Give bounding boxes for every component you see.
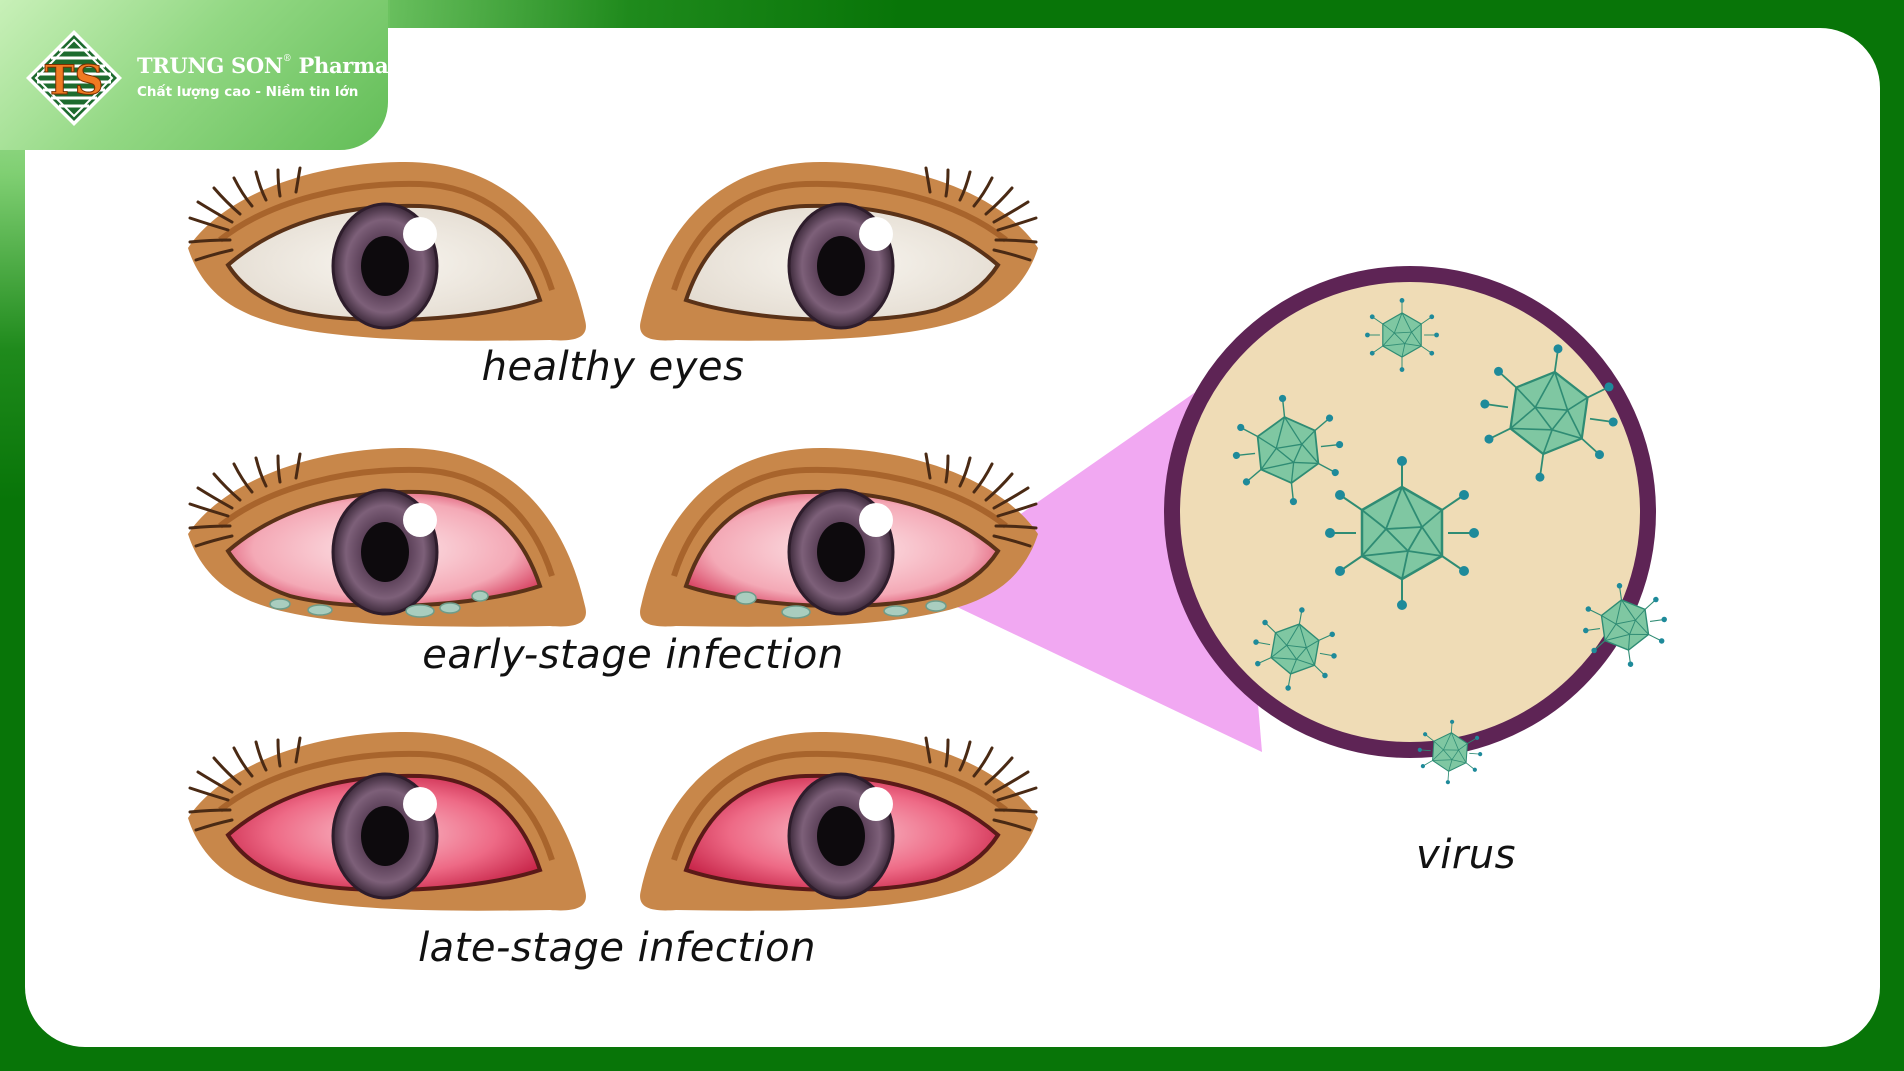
svg-text:TS: TS bbox=[45, 57, 104, 104]
left-eye-late bbox=[188, 732, 586, 911]
label-late-stage: late-stage infection bbox=[418, 925, 816, 971]
label-healthy-eyes: healthy eyes bbox=[481, 344, 745, 390]
eye-pair-late bbox=[188, 732, 1038, 911]
right-eye-healthy bbox=[640, 162, 1038, 341]
virus-magnifier bbox=[1164, 266, 1674, 788]
discharge-icon bbox=[269, 590, 489, 618]
label-early-stage: early-stage infection bbox=[422, 632, 844, 678]
logo-tab: TS TRUNG SON® Pharma Chất lượng cao - Ni… bbox=[0, 0, 389, 150]
left-eye-early bbox=[188, 448, 586, 627]
brand-tagline: Chất lượng cao - Niềm tin lớn bbox=[137, 84, 359, 100]
right-eye-early bbox=[640, 448, 1038, 627]
ts-diamond-logo-icon: TS bbox=[26, 30, 122, 126]
eye-pair-healthy bbox=[188, 162, 1038, 341]
brand-name-text: TRUNG SON bbox=[137, 53, 283, 78]
registered-mark: ® bbox=[282, 54, 292, 64]
left-eye-healthy bbox=[188, 162, 586, 341]
eye-pair-early bbox=[188, 448, 1038, 627]
brand-suffix: Pharma bbox=[298, 53, 389, 78]
brand-name: TRUNG SON® Pharma bbox=[137, 53, 389, 78]
label-virus: virus bbox=[1416, 832, 1516, 878]
discharge-icon bbox=[735, 591, 947, 619]
right-eye-late bbox=[640, 732, 1038, 911]
